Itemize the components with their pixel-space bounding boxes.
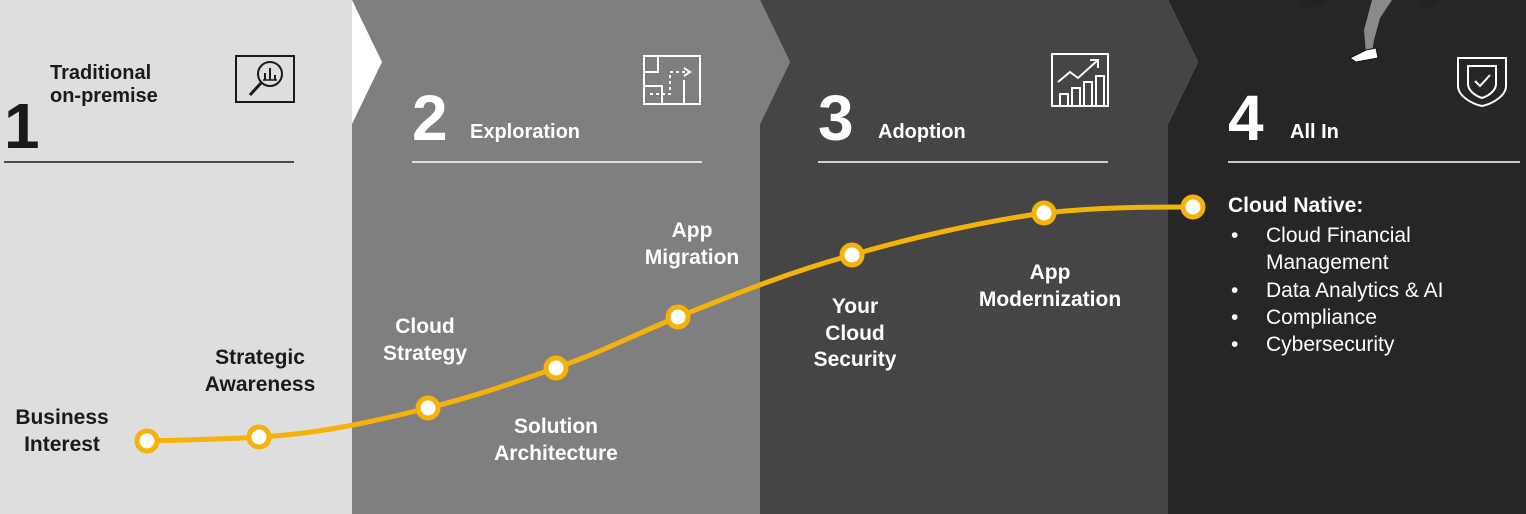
stage-2-band [352, 0, 790, 514]
milestone-node [543, 355, 569, 381]
stage-3-number: 3 [818, 82, 854, 154]
milestone-label-solution-architecture: Solution Architecture [494, 415, 618, 465]
stage-4-band [1168, 0, 1526, 514]
list-item-text: Cloud Financial Management [1266, 224, 1411, 275]
floorplan-path-icon [642, 54, 702, 106]
list-item-text: Data Analytics & AI [1266, 278, 1444, 302]
stage-1-title: Traditional on-premise [50, 62, 158, 107]
stage-1-number: 1 [4, 90, 40, 162]
milestone-node-endpoint [1180, 194, 1206, 220]
stage-4-number: 4 [1228, 82, 1264, 154]
milestone-node [839, 242, 865, 268]
cloud-native-list: • Cloud Financial Management • Data Anal… [1228, 222, 1524, 358]
milestone-node [134, 428, 160, 454]
list-item: • Compliance [1228, 304, 1524, 331]
milestone-label-cloud-strategy: Cloud Strategy [382, 315, 468, 365]
stage-2-title: Exploration [470, 121, 581, 143]
milestone-label-app-modernization: App Modernization [978, 261, 1122, 311]
list-item: • Cybersecurity [1228, 331, 1524, 358]
bullet-icon: • [1231, 278, 1239, 302]
bullet-icon: • [1231, 333, 1239, 357]
stage-3-title: Adoption [878, 121, 966, 143]
stage-3-band [760, 0, 1198, 514]
shield-check-icon [1456, 56, 1508, 108]
growth-chart-icon [1050, 52, 1110, 108]
cloud-native-panel: Cloud Native: • Cloud Financial Manageme… [1228, 194, 1524, 358]
stage-2-number: 2 [412, 82, 448, 154]
list-item-text: Cybersecurity [1266, 333, 1395, 357]
milestone-node [1031, 200, 1057, 226]
cloud-native-heading: Cloud Native: [1228, 194, 1364, 217]
milestone-label-your-cloud-security: Your Cloud Security [813, 295, 897, 372]
milestone-label-strategic-awareness: Strategic Awareness [204, 346, 316, 396]
walking-person-illustration [1300, 0, 1440, 63]
milestone-node [415, 395, 441, 421]
milestone-node [665, 304, 691, 330]
milestone-node [246, 424, 272, 450]
stage-4-title: All In [1290, 121, 1339, 143]
milestone-label-app-migration: App Migration [644, 219, 740, 269]
bullet-icon: • [1231, 305, 1239, 329]
magnifier-chart-icon [234, 54, 296, 104]
journey-curve [144, 204, 1196, 444]
stage-1-band [0, 0, 352, 514]
list-item-text: Compliance [1266, 305, 1377, 329]
milestone-label-business-interest: Business Interest [15, 406, 109, 456]
list-item: • Cloud Financial Management [1228, 222, 1524, 277]
list-item: • Data Analytics & AI [1228, 277, 1524, 304]
bullet-icon: • [1231, 224, 1239, 247]
